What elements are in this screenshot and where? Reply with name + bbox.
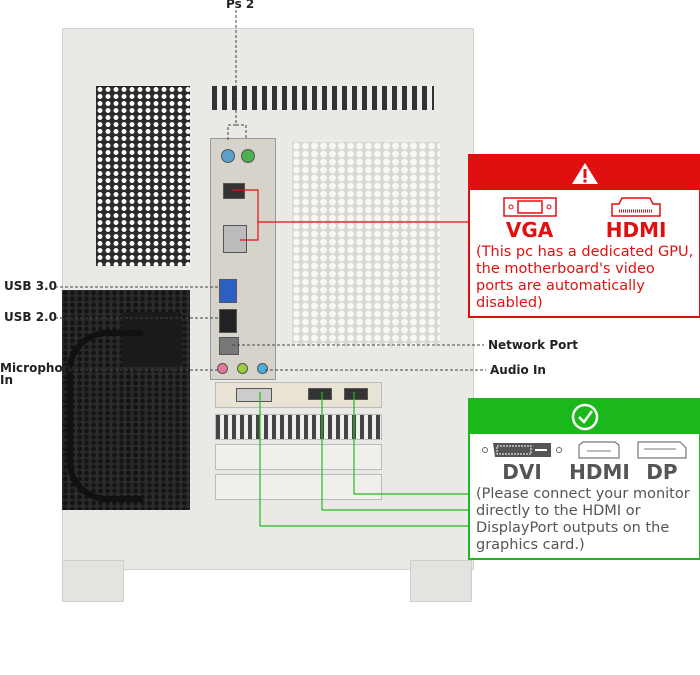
dvi-line bbox=[259, 392, 468, 527]
vga-hdmi-warning-line bbox=[232, 189, 468, 241]
io-shield bbox=[210, 138, 276, 380]
microphone-label: Microphone In bbox=[0, 361, 80, 387]
usb2-ports bbox=[219, 309, 237, 333]
hdmi-port-mb bbox=[223, 183, 245, 199]
line-in-jack bbox=[257, 363, 268, 374]
vga-port-mb bbox=[223, 225, 247, 253]
gpu-dvi-port bbox=[236, 388, 272, 402]
mic-jack bbox=[217, 363, 228, 374]
dp-label: DP bbox=[646, 460, 678, 484]
usb3-ports bbox=[219, 279, 237, 303]
network-port-label: Network Port bbox=[488, 338, 579, 352]
audio-in-label: Audio In bbox=[490, 363, 546, 377]
ethernet-port bbox=[219, 337, 239, 355]
gpu-dp-port bbox=[344, 388, 368, 400]
warning-triangle-icon bbox=[571, 163, 598, 184]
gpu-hdmi-port bbox=[308, 388, 332, 400]
dp-line bbox=[353, 392, 468, 495]
top-fan-vent bbox=[96, 86, 190, 266]
hdmi-port-icon-red bbox=[611, 197, 661, 217]
warning-box: VGA HDMI (This pc has a dedicated GPU, t… bbox=[468, 154, 700, 318]
dvi-label: DVI bbox=[502, 460, 542, 484]
hdmi-label: HDMI bbox=[569, 460, 630, 484]
rear-fan-mesh bbox=[292, 142, 440, 347]
warning-header bbox=[470, 156, 699, 190]
recommended-box: DVI HDMI DP (Please connect your monitor… bbox=[468, 398, 700, 560]
ps2-mouse-port bbox=[241, 149, 255, 163]
ps2-label: Ps 2 bbox=[226, 0, 255, 11]
case-foot-left bbox=[62, 560, 124, 602]
hdmi-label-red: HDMI bbox=[605, 218, 667, 242]
line-out-jack bbox=[237, 363, 248, 374]
recommended-header bbox=[470, 400, 699, 434]
warning-note: (This pc has a dedicated GPU, the mother… bbox=[476, 244, 694, 311]
dvi-port-icon bbox=[482, 443, 563, 457]
power-supply bbox=[62, 290, 190, 510]
hdmi-port-icon bbox=[578, 441, 621, 459]
case-foot-right bbox=[410, 560, 472, 602]
vga-port-icon bbox=[502, 197, 557, 217]
hdmi-line bbox=[321, 392, 468, 511]
vga-label: VGA bbox=[505, 218, 554, 242]
check-circle-icon bbox=[571, 403, 598, 431]
top-slot-vent bbox=[212, 86, 434, 110]
usb2-label: USB 2.0 bbox=[4, 310, 57, 324]
ps2-leader-line bbox=[227, 10, 247, 140]
power-cable bbox=[67, 330, 143, 502]
usb3-label: USB 3.0 bbox=[4, 279, 57, 293]
ps2-keyboard-port bbox=[221, 149, 235, 163]
recommended-note: (Please connect your monitor directly to… bbox=[476, 486, 690, 553]
displayport-icon bbox=[637, 441, 687, 459]
